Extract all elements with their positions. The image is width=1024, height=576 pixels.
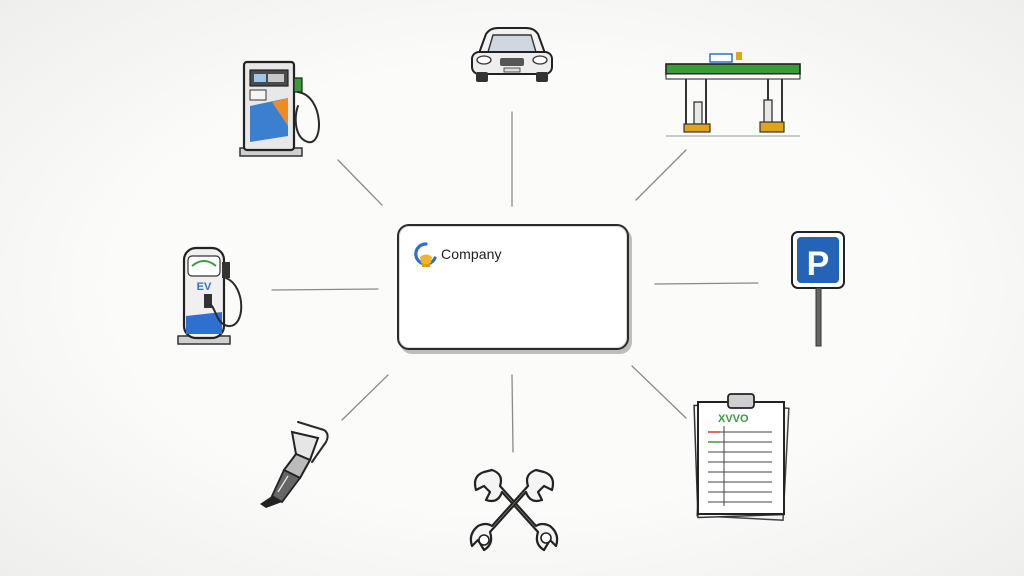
connector-ev-charger [271, 288, 379, 291]
company-card[interactable]: Company [397, 224, 629, 350]
car-icon [471, 27, 553, 82]
connector-gas-station [635, 149, 687, 201]
fuel-pump-icon [239, 60, 320, 157]
connector-parking [654, 282, 759, 285]
connector-clipboard [631, 365, 687, 419]
company-logo-icon [414, 242, 437, 267]
gas-station-icon [665, 52, 801, 137]
ev-charger-icon: EV [177, 246, 243, 345]
parking-sign-icon: P [791, 231, 845, 347]
clipboard-icon: XVVO [693, 393, 790, 521]
parking-letter: P [807, 245, 830, 283]
wrench-icon [469, 468, 559, 552]
clipboard-header: XVVO [718, 413, 749, 425]
connector-nozzle [341, 374, 389, 421]
ev-label: EV [197, 281, 212, 293]
connector-fuel-pump [337, 159, 383, 206]
nozzle-icon [260, 421, 329, 508]
connector-wrench [511, 374, 514, 453]
company-name: Company [441, 246, 502, 262]
